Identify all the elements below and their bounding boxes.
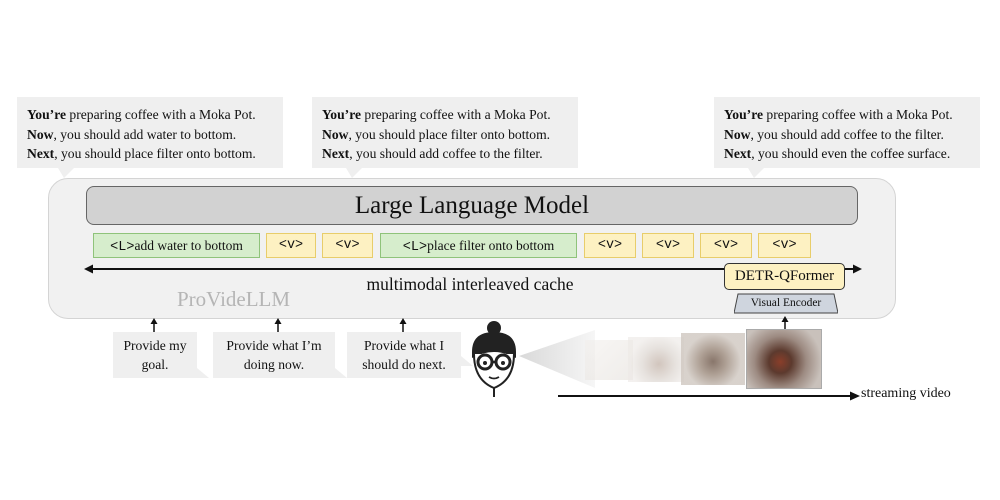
output-line: You’re preparing coffee with a Moka Pot. bbox=[27, 107, 256, 122]
visual-token: <v> bbox=[322, 233, 373, 258]
output-line: Now, you should place filter onto bottom… bbox=[322, 126, 551, 142]
visual-token: <v> bbox=[758, 233, 811, 258]
input-line: should do next. bbox=[362, 357, 446, 372]
input-line: doing now. bbox=[243, 357, 305, 372]
output-line: Next, you should even the coffee surface… bbox=[724, 146, 951, 161]
bubble-tail bbox=[461, 356, 473, 366]
streaming-arrow bbox=[558, 391, 860, 401]
bubble-tail bbox=[197, 368, 209, 378]
output-line: Next, you should place filter onto botto… bbox=[27, 146, 256, 161]
cache-label: multimodal interleaved cache bbox=[366, 274, 574, 294]
input-bubble-next: Provide what I should do next. bbox=[347, 332, 461, 378]
visual-token: <v> bbox=[700, 233, 752, 258]
output-line: Next, you should add coffee to the filte… bbox=[322, 146, 543, 161]
up-arrow bbox=[781, 316, 789, 330]
input-line: Provide what I’m bbox=[226, 338, 322, 353]
output-bubble-1: You’re preparing coffee with a Moka Pot.… bbox=[17, 97, 283, 168]
language-token: <L>add water to bottom bbox=[93, 233, 260, 258]
language-token: <L>place filter onto bottom bbox=[380, 233, 577, 258]
detr-qformer-box: DETR-QFormer bbox=[724, 263, 845, 290]
output-bubble-2: You’re preparing coffee with a Moka Pot.… bbox=[312, 97, 578, 168]
visual-encoder-box: Visual Encoder bbox=[734, 293, 838, 314]
bubble-tail bbox=[748, 168, 764, 178]
video-frame-4 bbox=[746, 329, 822, 389]
output-line: You’re preparing coffee with a Moka Pot. bbox=[322, 107, 551, 122]
output-line: Now, you should add water to bottom. bbox=[27, 126, 237, 142]
video-frame-1 bbox=[585, 340, 633, 380]
video-frame-2 bbox=[628, 337, 684, 382]
view-cone bbox=[519, 330, 595, 388]
up-arrow bbox=[399, 318, 407, 332]
visual-token: <v> bbox=[642, 233, 694, 258]
input-bubble-goal: Provide my goal. bbox=[113, 332, 197, 378]
output-line: You’re preparing coffee with a Moka Pot. bbox=[724, 107, 953, 122]
input-line: goal. bbox=[141, 357, 169, 372]
bubble-tail bbox=[58, 168, 74, 178]
input-line: Provide my bbox=[123, 338, 187, 353]
llm-box: Large Language Model bbox=[86, 186, 858, 225]
streaming-video-label: streaming video bbox=[861, 386, 951, 401]
user-avatar-icon bbox=[472, 321, 516, 397]
visual-token: <v> bbox=[584, 233, 636, 258]
output-bubble-3: You’re preparing coffee with a Moka Pot.… bbox=[714, 97, 980, 168]
input-line: Provide what I bbox=[363, 338, 445, 353]
bubble-tail bbox=[346, 168, 362, 178]
input-bubble-now: Provide what I’m doing now. bbox=[213, 332, 335, 378]
brand-name: ProVideLLM bbox=[177, 287, 291, 311]
visual-token: <v> bbox=[266, 233, 316, 258]
up-arrow bbox=[150, 318, 158, 332]
bubble-tail bbox=[335, 368, 347, 378]
output-line: Now, you should add coffee to the filter… bbox=[724, 126, 944, 142]
video-frame-3 bbox=[681, 333, 745, 385]
up-arrow bbox=[274, 318, 282, 332]
